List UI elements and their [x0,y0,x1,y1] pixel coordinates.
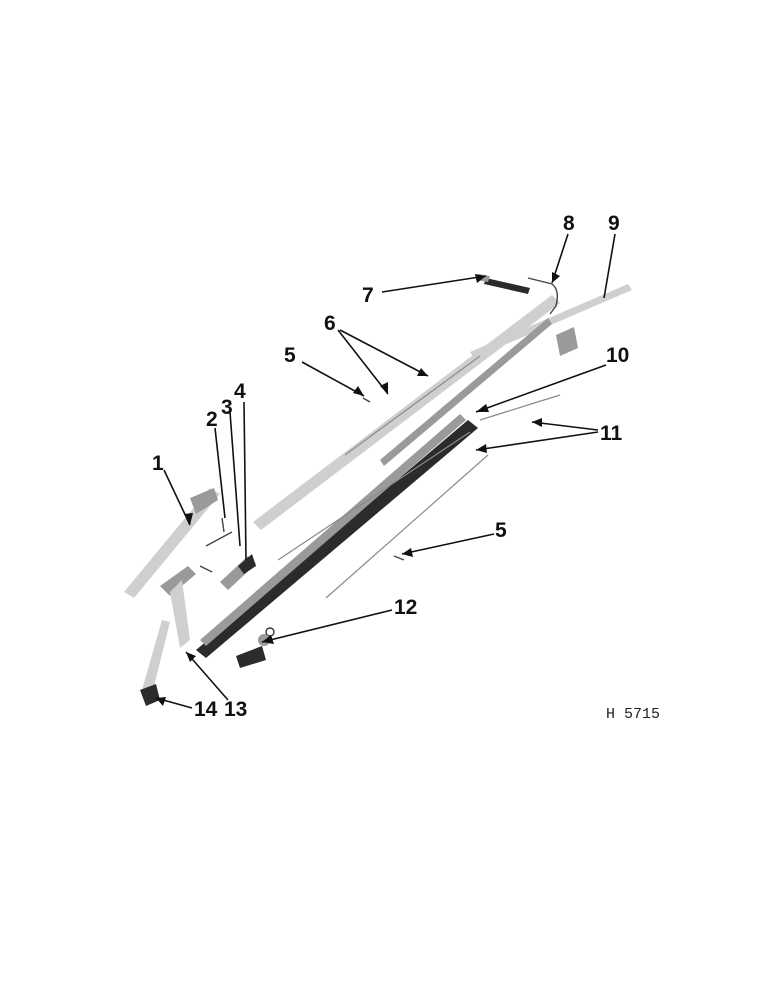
callout-2: 2 [206,408,218,431]
part-11-rods [277,394,561,599]
part-3-bolt [199,531,233,573]
callout-6: 6 [324,312,336,335]
part-10-bar [196,414,478,658]
part-8-bracket [527,277,559,315]
part-6-rail [253,295,560,530]
callout-13: 13 [224,698,247,721]
leader-lines [155,233,616,709]
callout-5-lower: 5 [495,519,507,542]
callout-5-upper: 5 [284,344,296,367]
callout-14: 14 [194,698,218,721]
part-1-bar [124,488,220,598]
callout-12: 12 [394,596,417,619]
callout-4: 4 [234,380,246,403]
callout-9: 9 [608,212,620,235]
part-5-pin-lower [393,555,405,561]
part-14-bracket [140,620,170,706]
callout-10: 10 [606,344,629,367]
callout-3: 3 [221,396,233,419]
part-5-pin-upper [362,397,371,403]
part-2-pin [221,517,225,533]
part-12-clamp [236,627,275,668]
callout-7: 7 [362,284,374,307]
callout-11: 11 [600,422,623,445]
part-4-block [220,554,256,590]
part-13-strip [160,566,196,648]
figure-code: H 5715 [606,706,660,723]
callout-8: 8 [563,212,575,235]
callout-1: 1 [152,452,164,475]
